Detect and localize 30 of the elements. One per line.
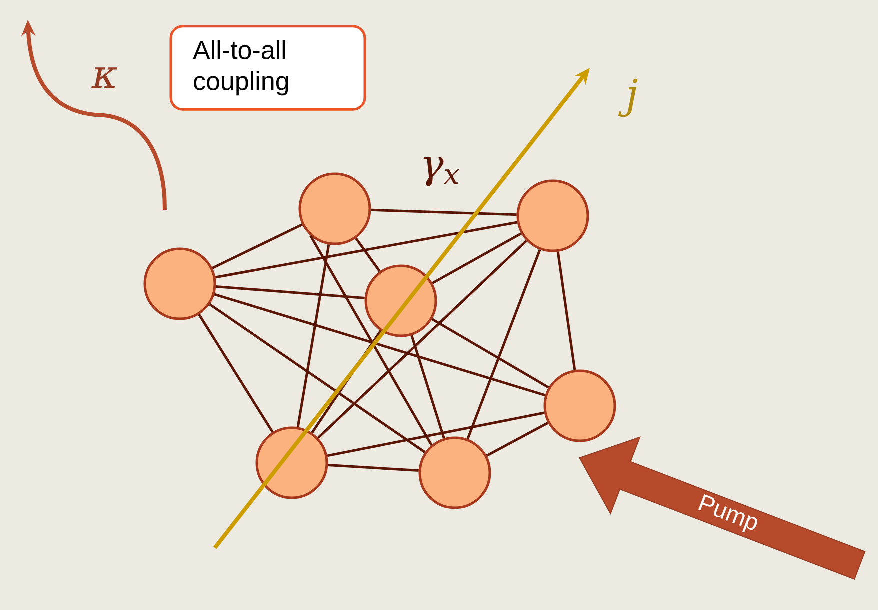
coupling-line (371, 208, 517, 216)
coupling-line (432, 318, 550, 389)
coupling-line (216, 286, 365, 300)
coupling-line (432, 232, 522, 284)
coupling-line (355, 238, 381, 272)
coupling-line (486, 422, 549, 457)
coupling-line (296, 244, 330, 428)
coupling-line (310, 235, 433, 446)
coupling-line (327, 412, 545, 458)
coupling-line (328, 464, 419, 472)
coupling-line (466, 249, 542, 440)
network-node (144, 248, 216, 320)
symbol-label: j (618, 78, 638, 118)
coupling-line (198, 314, 274, 433)
network-node (364, 264, 438, 338)
network-node (544, 370, 616, 442)
symbol-label: γ$_{x}$ (424, 157, 460, 187)
network-node (298, 172, 372, 246)
network-node (516, 180, 590, 252)
coupling-line (215, 221, 518, 279)
coupling-line (209, 303, 426, 454)
coupling-line (214, 293, 546, 397)
coupling-line (212, 224, 303, 270)
network-node (256, 426, 328, 500)
coupling-line (317, 240, 528, 439)
coupling-line (410, 335, 446, 439)
coupling-line (556, 252, 576, 370)
network-node (418, 436, 492, 510)
text-box: All-to-all coupling (170, 25, 366, 111)
symbol-label: κ (92, 68, 118, 88)
